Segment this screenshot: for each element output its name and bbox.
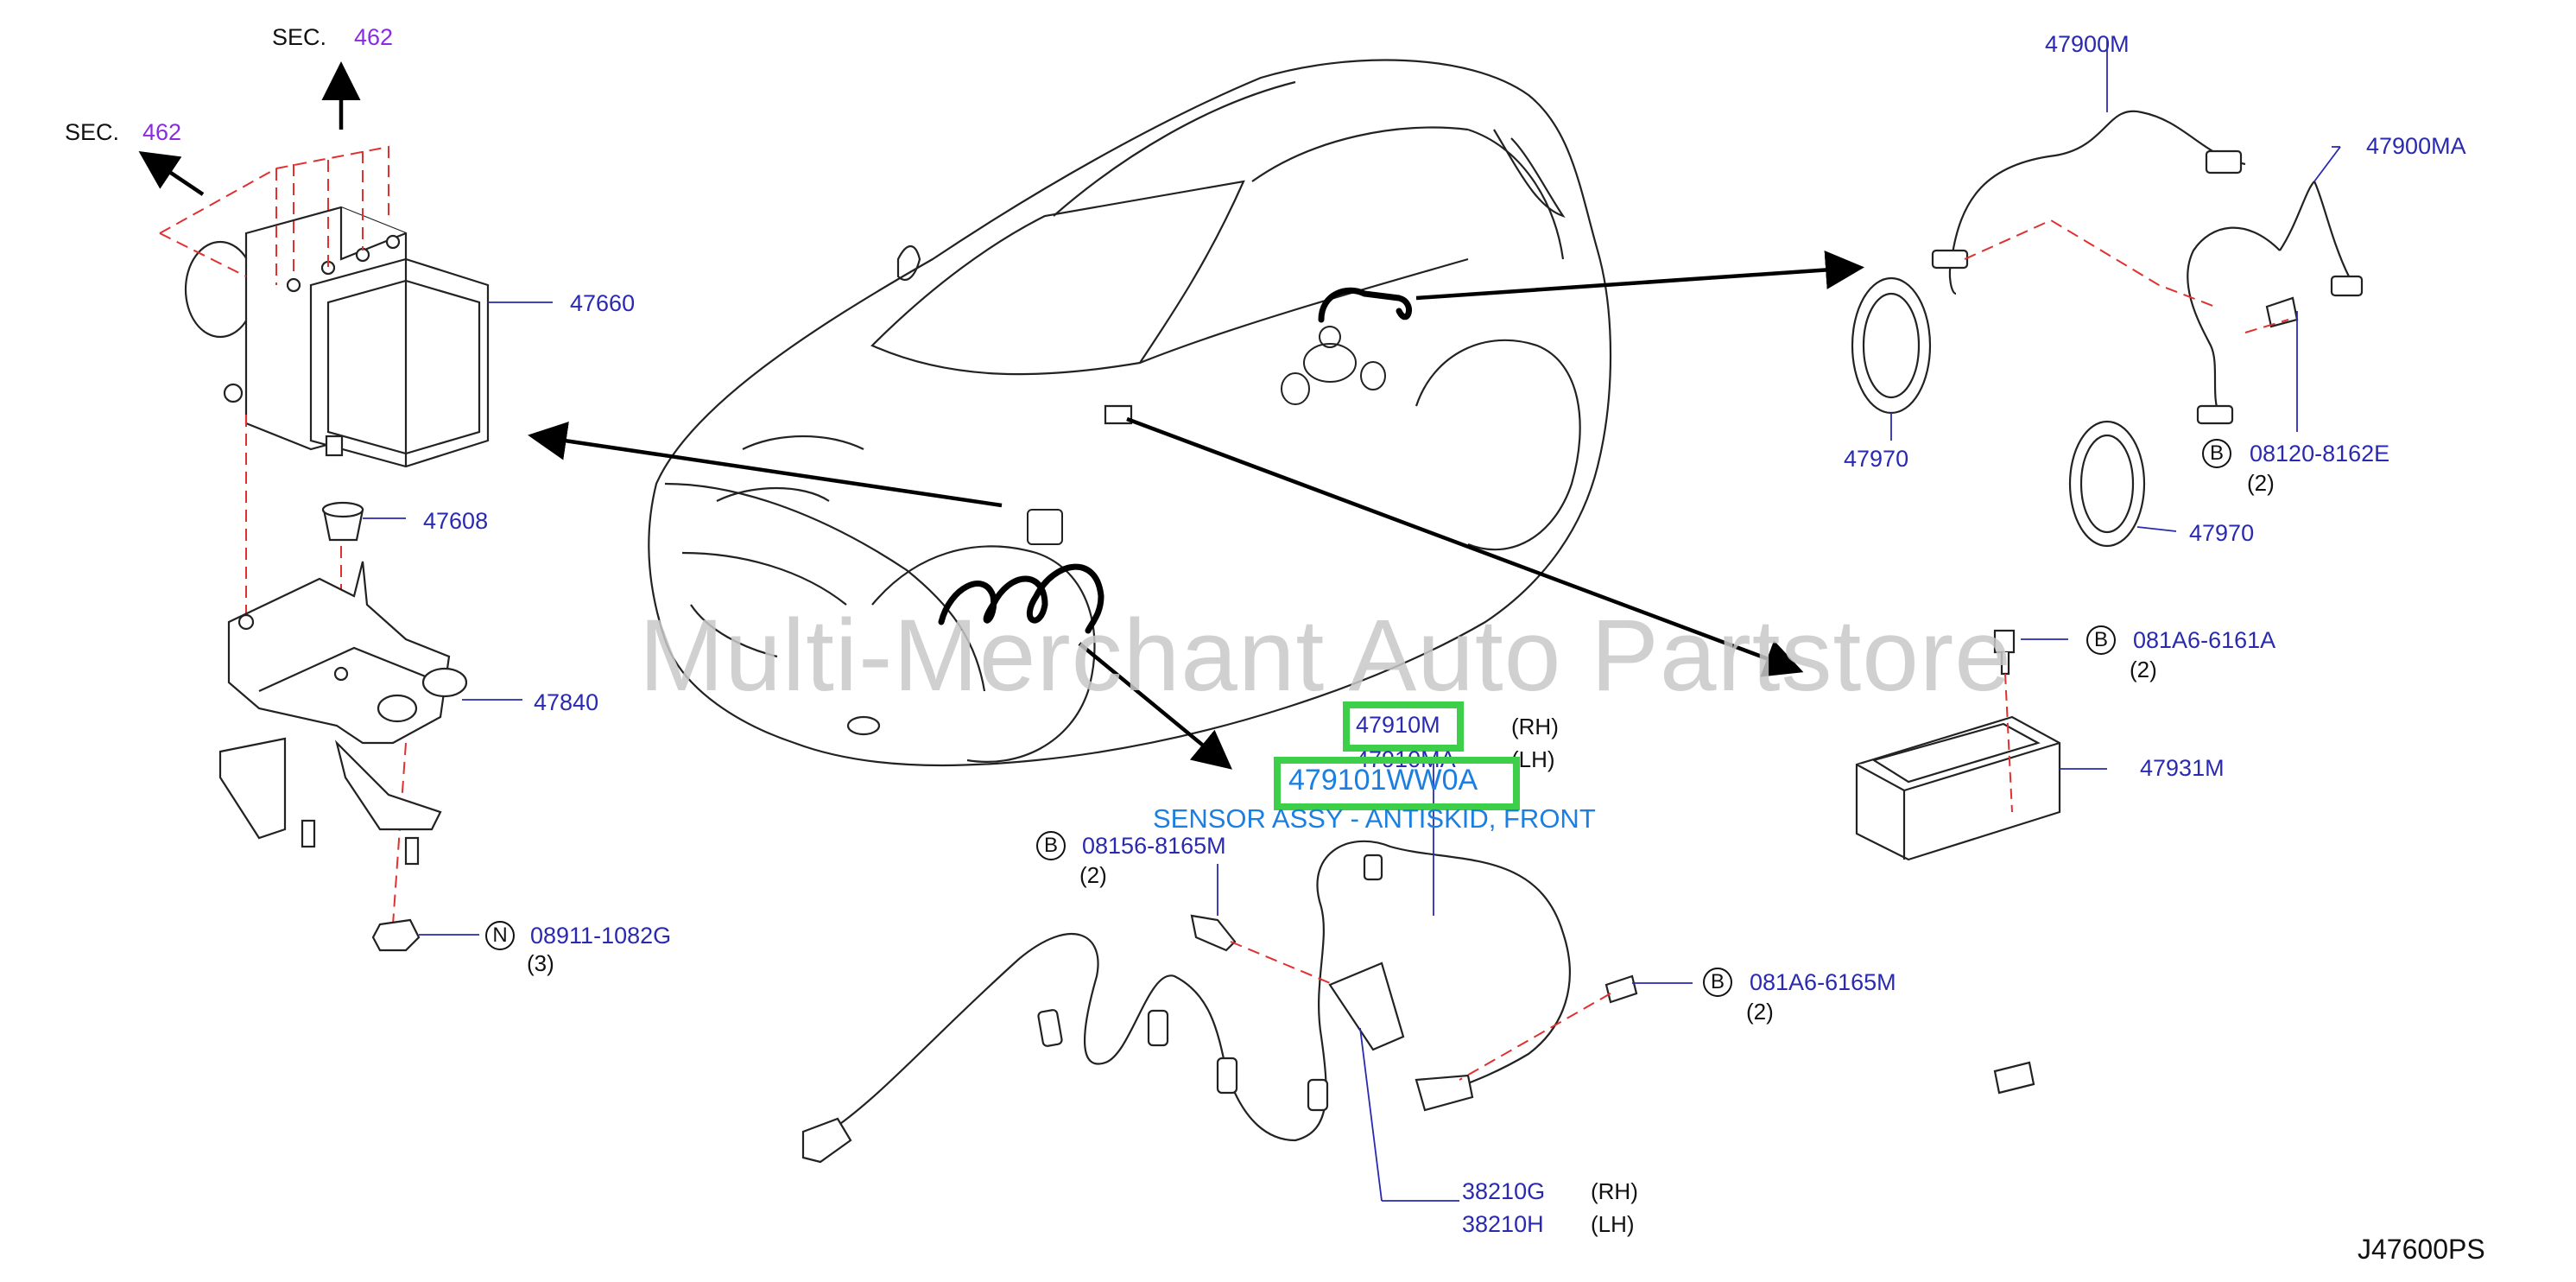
side-38210G: (RH) bbox=[1591, 1178, 1638, 1204]
yaw-dash bbox=[2004, 673, 2013, 813]
sec-ref-number[interactable]: 462 bbox=[142, 119, 182, 145]
front-dash-lines bbox=[1230, 941, 1611, 1081]
leader-lines bbox=[363, 39, 2341, 1202]
rear-dash-lines bbox=[1964, 219, 2289, 333]
highlight-box-47910M bbox=[1343, 701, 1464, 752]
fastener-mark-n: N bbox=[485, 921, 515, 950]
car-sensor-small bbox=[1027, 326, 1386, 545]
part-47840[interactable]: 47840 bbox=[534, 689, 599, 715]
qty-081A6-6161A: (2) bbox=[2130, 657, 2157, 682]
sec-ref-label: SEC. bbox=[272, 24, 327, 50]
part-08120-8162E[interactable]: 08120-8162E bbox=[2250, 441, 2390, 466]
qty-081A6-6165M: (2) bbox=[1746, 999, 1774, 1025]
diagram-code: J47600PS bbox=[2358, 1234, 2485, 1265]
tone-rings bbox=[1851, 276, 2146, 548]
front-sensor-wire bbox=[828, 840, 1571, 1142]
part-08156-8165M[interactable]: 08156-8165M bbox=[1082, 833, 1226, 859]
fastener-mark-b: B bbox=[1036, 831, 1066, 860]
yaw-sensor-47931M bbox=[1855, 629, 2061, 861]
rear-sensor-heads bbox=[1931, 149, 2364, 425]
grommet-47608 bbox=[321, 501, 364, 542]
sec-ref-number[interactable]: 462 bbox=[354, 24, 394, 50]
car-harness bbox=[938, 287, 1413, 634]
part-47931M[interactable]: 47931M bbox=[2140, 755, 2225, 781]
part-38210H[interactable]: 38210H bbox=[1462, 1211, 1544, 1237]
rear-sensor-wires bbox=[1948, 110, 2350, 416]
watermark: Multi-Merchant Auto Partstore bbox=[639, 599, 2012, 713]
side-38210H: (LH) bbox=[1591, 1211, 1635, 1237]
part-47910M[interactable]: 47910M bbox=[1356, 712, 1440, 738]
front-sensor-parts bbox=[801, 854, 2035, 1164]
part-47608[interactable]: 47608 bbox=[423, 508, 489, 534]
part-47660[interactable]: 47660 bbox=[570, 290, 636, 316]
part-081A6-6161A[interactable]: 081A6-6161A bbox=[2133, 627, 2276, 653]
qty-08120: (2) bbox=[2247, 470, 2275, 496]
highlighted-part-number[interactable]: 479101WW0A bbox=[1288, 764, 1478, 796]
fastener-mark-b: B bbox=[2086, 625, 2116, 655]
fastener-mark-b: B bbox=[2202, 439, 2231, 468]
sec-ref-label: SEC. bbox=[65, 119, 120, 145]
fastener-mark-b: B bbox=[1703, 968, 1732, 997]
part-081A6-6165M[interactable]: 081A6-6165M bbox=[1750, 969, 1896, 995]
part-08911-1082G[interactable]: 08911-1082G bbox=[530, 923, 672, 949]
highlighted-part-description: SENSOR ASSY - ANTISKID, FRONT bbox=[1153, 803, 1596, 834]
part-47970-b[interactable]: 47970 bbox=[2189, 520, 2255, 546]
side-47910M: (RH) bbox=[1511, 714, 1559, 739]
nut-08911 bbox=[371, 918, 421, 952]
part-47900M[interactable]: 47900M bbox=[2045, 31, 2130, 57]
bracket-47840 bbox=[218, 561, 468, 866]
qty-08156: (2) bbox=[1079, 862, 1107, 888]
callout-arrows bbox=[138, 61, 1864, 770]
part-47900MA[interactable]: 47900MA bbox=[2366, 133, 2466, 159]
part-47970-a[interactable]: 47970 bbox=[1844, 446, 1909, 472]
qty-08911: (3) bbox=[527, 950, 554, 976]
part-38210G[interactable]: 38210G bbox=[1462, 1178, 1546, 1204]
car-outline bbox=[648, 59, 1612, 767]
abs-actuator bbox=[184, 206, 490, 468]
highlight-box-part-number bbox=[1274, 757, 1520, 810]
